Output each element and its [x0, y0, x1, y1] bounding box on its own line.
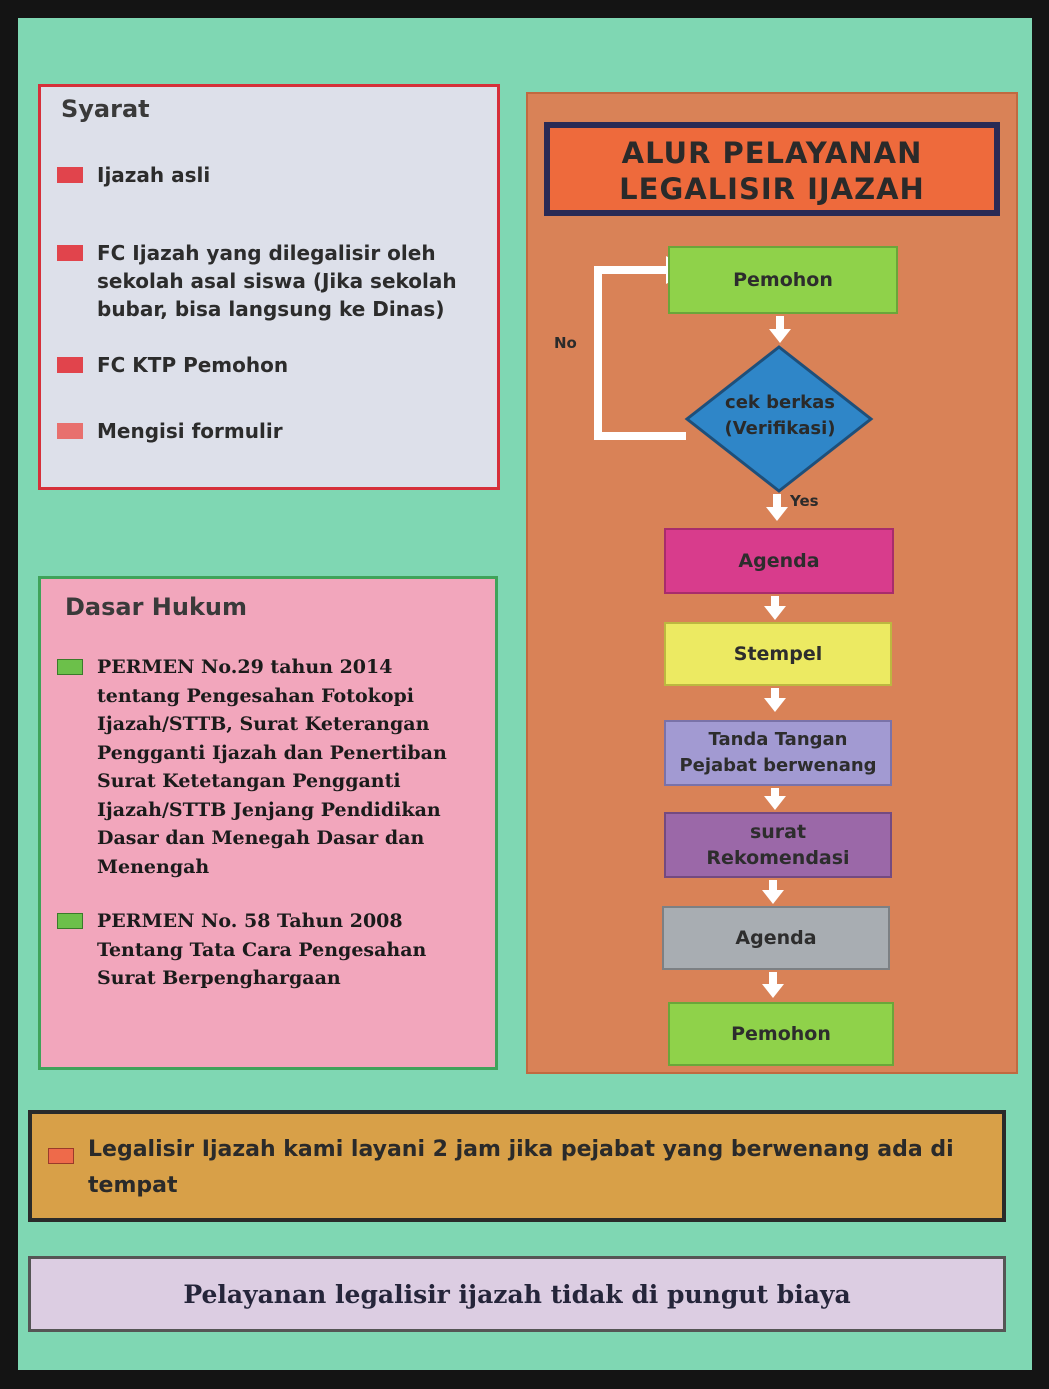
step-stempel: Stempel [664, 622, 892, 686]
down-arrow-icon [764, 698, 786, 712]
arrow-stem [769, 880, 777, 892]
arrow-stem [771, 688, 779, 700]
service-time-note: Legalisir Ijazah kami layani 2 jam jika … [28, 1110, 1006, 1222]
red-bullet-icon [57, 245, 83, 261]
step-agenda-2: Agenda [662, 906, 890, 970]
down-arrow-icon [766, 507, 788, 521]
arrow-stem [776, 316, 784, 330]
no-label: No [554, 334, 577, 352]
red-bullet-icon [57, 357, 83, 373]
step-cek-berkas: cek berkas (Verifikasi) [724, 392, 836, 439]
dasar-hukum-panel: Dasar Hukum PERMEN No.29 tahun 2014 tent… [38, 576, 498, 1070]
step-surat-rekomendasi: surat Rekomendasi [664, 812, 892, 878]
orange-bullet-icon [48, 1148, 74, 1164]
syarat-item: Ijazah asli [57, 161, 467, 189]
flowchart-title: ALUR PELAYANAN LEGALISIR IJAZAH [544, 122, 1000, 216]
poster-board: Syarat Ijazah asli FC Ijazah yang dilega… [18, 18, 1032, 1370]
free-service-banner: Pelayanan legalisir ijazah tidak di pung… [28, 1256, 1006, 1332]
arrow-stem [769, 972, 777, 986]
decision-diamond [684, 345, 874, 493]
red-bullet-icon [57, 423, 83, 439]
down-arrow-icon [769, 329, 791, 343]
arrow-stem [771, 596, 779, 608]
red-bullet-icon [57, 167, 83, 183]
syarat-title: Syarat [61, 95, 150, 123]
law-item: PERMEN No.29 tahun 2014 tentang Pengesah… [57, 653, 477, 881]
down-arrow-icon [764, 606, 786, 620]
syarat-item: FC Ijazah yang dilegalisir oleh sekolah … [57, 239, 467, 323]
step-agenda-1: Agenda [664, 528, 894, 594]
yes-label: Yes [790, 492, 819, 510]
syarat-item: FC KTP Pemohon [57, 351, 467, 379]
flowchart-panel: ALUR PELAYANAN LEGALISIR IJAZAH No Pemoh… [526, 92, 1018, 1074]
green-bullet-icon [57, 659, 83, 675]
syarat-panel: Syarat Ijazah asli FC Ijazah yang dilega… [38, 84, 500, 490]
green-bullet-icon [57, 913, 83, 929]
syarat-item: Mengisi formulir [57, 417, 467, 445]
step-pemohon-end: Pemohon [668, 1002, 894, 1066]
law-item: PERMEN No. 58 Tahun 2008 Tentang Tata Ca… [57, 907, 477, 993]
down-arrow-icon [762, 984, 784, 998]
down-arrow-icon [762, 890, 784, 904]
arrow-stem [771, 788, 779, 798]
dasar-hukum-title: Dasar Hukum [65, 593, 248, 621]
step-pemohon-start: Pemohon [668, 246, 898, 314]
step-tanda-tangan: Tanda Tangan Pejabat berwenang [664, 720, 892, 786]
arrow-stem [773, 494, 781, 508]
service-time-text: Legalisir Ijazah kami layani 2 jam jika … [88, 1137, 954, 1198]
down-arrow-icon [764, 796, 786, 810]
